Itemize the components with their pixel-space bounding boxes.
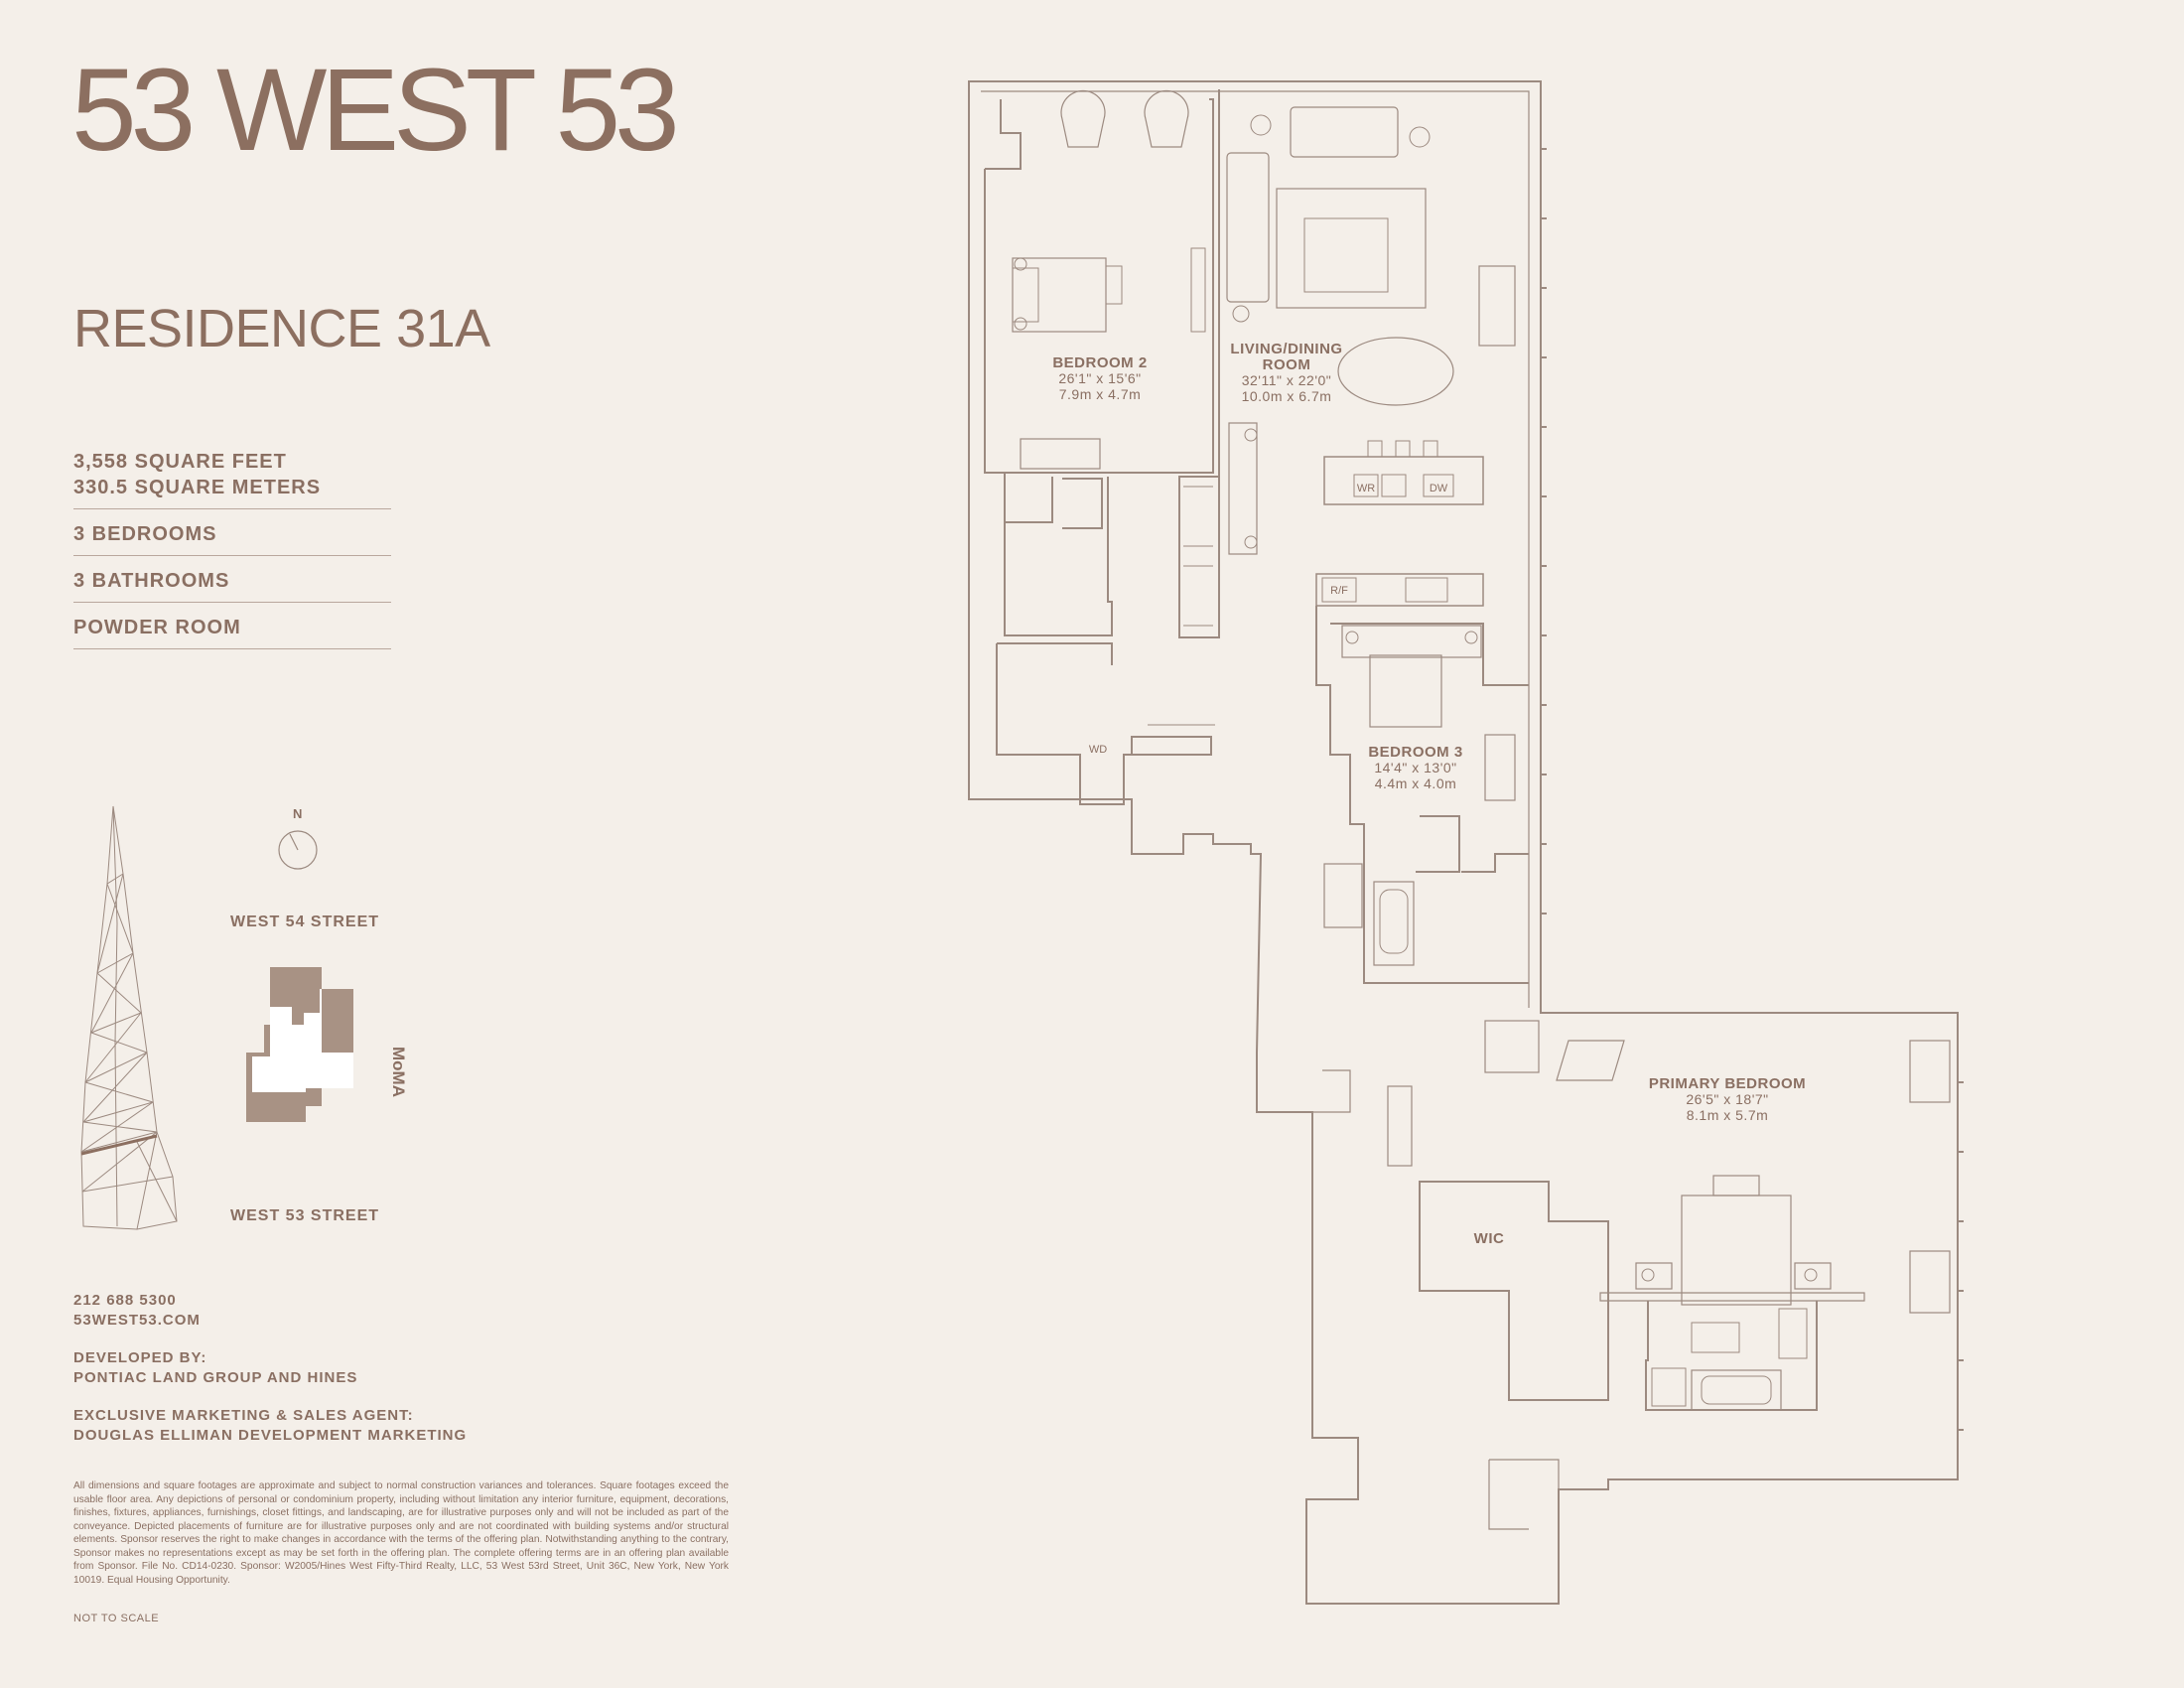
living-metric: 10.0m x 6.7m: [1242, 388, 1332, 404]
wic-label: WIC: [1474, 1230, 1505, 1247]
spec-sq-m: 330.5 SQUARE METERS: [73, 477, 322, 498]
disclaimer: All dimensions and square footages are a…: [73, 1480, 729, 1586]
developed-by-label: DEVELOPED BY:: [73, 1349, 207, 1366]
compass-icon: [278, 830, 318, 870]
spec-area: 3,558 SQUARE FEET 330.5 SQUARE METERS: [73, 449, 391, 509]
moma-label: MoMA: [389, 1047, 408, 1097]
washer-dryer-label: WD: [1089, 744, 1107, 756]
specs-list: 3,558 SQUARE FEET 330.5 SQUARE METERS 3 …: [73, 449, 391, 661]
refrigerator-freezer-label: R/F: [1330, 585, 1348, 597]
street-north-label: WEST 54 STREET: [230, 914, 380, 930]
developer-name: PONTIAC LAND GROUP AND HINES: [73, 1369, 358, 1386]
spec-sq-ft: 3,558 SQUARE FEET: [73, 451, 287, 473]
living-label-2: ROOM: [1263, 356, 1311, 373]
bedroom-2-metric: 7.9m x 4.7m: [1059, 386, 1142, 402]
residence-title: RESIDENCE 31A: [73, 299, 490, 358]
tower-illustration: [80, 805, 178, 1230]
primary-bedroom-label: PRIMARY BEDROOM: [1649, 1075, 1806, 1092]
bedroom-2-label: BEDROOM 2: [1052, 354, 1147, 371]
site-map: MoMA: [246, 967, 408, 1122]
agent-name: DOUGLAS ELLIMAN DEVELOPMENT MARKETING: [73, 1427, 468, 1444]
bedroom-2-imperial: 26'1" x 15'6": [1058, 370, 1141, 386]
agent-label: EXCLUSIVE MARKETING & SALES AGENT:: [73, 1407, 414, 1424]
phone-number: 212 688 5300: [73, 1292, 177, 1309]
bedroom-3-label: BEDROOM 3: [1368, 744, 1462, 761]
living-imperial: 32'11" x 22'0": [1242, 372, 1332, 388]
bedroom-3-imperial: 14'4" x 13'0": [1374, 760, 1456, 775]
north-label: N: [293, 806, 303, 821]
brand-title: 53 WEST 53: [71, 45, 680, 176]
primary-bedroom-metric: 8.1m x 5.7m: [1687, 1107, 1769, 1123]
primary-bedroom-imperial: 26'5" x 18'7": [1686, 1091, 1768, 1107]
website: 53WEST53.COM: [73, 1312, 201, 1329]
wine-refrigerator-label: WR: [1357, 483, 1375, 494]
spec-bedrooms: 3 BEDROOMS: [73, 521, 391, 556]
living-label-1: LIVING/DINING: [1230, 341, 1342, 357]
not-to-scale-label: NOT TO SCALE: [73, 1613, 160, 1624]
street-south-label: WEST 53 STREET: [230, 1207, 380, 1224]
bedroom-3-metric: 4.4m x 4.0m: [1375, 775, 1457, 791]
floor-plan: BEDROOM 2 26'1" x 15'6" 7.9m x 4.7m LIVI…: [968, 80, 1964, 1605]
spec-powder: POWDER ROOM: [73, 615, 391, 649]
contact-block: 212 688 5300 53WEST53.COM DEVELOPED BY: …: [73, 1291, 467, 1446]
spec-bathrooms: 3 BATHROOMS: [73, 568, 391, 603]
dishwasher-label: DW: [1430, 483, 1448, 494]
